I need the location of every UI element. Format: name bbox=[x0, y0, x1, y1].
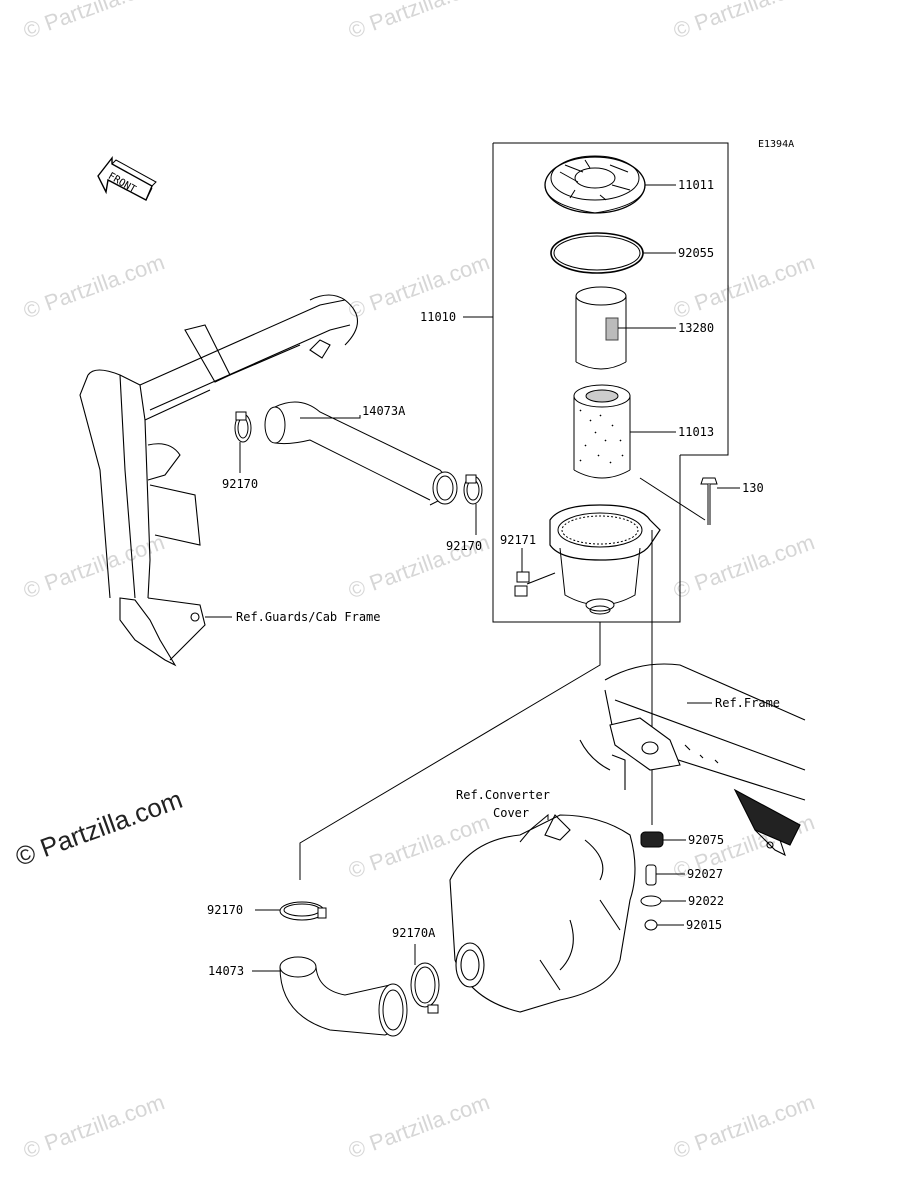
washer-92022 bbox=[640, 895, 662, 907]
front-arrow-icon bbox=[97, 155, 157, 201]
collar-92027 bbox=[645, 864, 657, 886]
hose-clamp-92170-right bbox=[463, 474, 483, 505]
hose-clamp-92170A bbox=[410, 962, 440, 1014]
part-label-92170A[interactable]: 92170A bbox=[392, 926, 436, 940]
part-label-92170-upper[interactable]: 92170 bbox=[222, 477, 259, 491]
part-label-92055[interactable]: 92055 bbox=[678, 246, 715, 260]
filter-sleeve-13280 bbox=[575, 286, 627, 370]
cab-frame bbox=[79, 294, 359, 667]
part-label-14073[interactable]: 14073 bbox=[208, 964, 245, 978]
part-label-92015[interactable]: 92015 bbox=[686, 918, 723, 932]
vehicle-frame bbox=[579, 663, 806, 857]
hose-clamp-92170-upper bbox=[234, 411, 252, 443]
ref-label-converter-cover-line1[interactable]: Ref.Converter bbox=[456, 788, 550, 802]
part-label-92170-lower[interactable]: 92170 bbox=[207, 903, 244, 917]
part-label-92027[interactable]: 92027 bbox=[687, 867, 724, 881]
air-cleaner-housing bbox=[549, 504, 661, 615]
part-label-130[interactable]: 130 bbox=[742, 481, 764, 495]
part-label-11010[interactable]: 11010 bbox=[420, 310, 457, 324]
intake-hose-14073 bbox=[279, 956, 408, 1037]
part-label-13280[interactable]: 13280 bbox=[678, 321, 715, 335]
part-label-92170-right[interactable]: 92170 bbox=[446, 539, 483, 553]
part-label-11011[interactable]: 11011 bbox=[678, 178, 715, 192]
intake-hose-14073A bbox=[264, 401, 458, 506]
part-label-14073A[interactable]: 14073A bbox=[362, 404, 406, 418]
filter-element-11013 bbox=[573, 384, 631, 479]
part-label-92171[interactable]: 92171 bbox=[500, 533, 537, 547]
converter-cover bbox=[449, 814, 636, 1013]
group-box-11010 bbox=[493, 142, 729, 456]
part-label-11013[interactable]: 11013 bbox=[678, 425, 715, 439]
ref-label-converter-cover-line2[interactable]: Cover bbox=[493, 806, 530, 820]
cover-cap-11011 bbox=[544, 155, 646, 214]
diagram-code: E1394A bbox=[758, 139, 795, 150]
grommet-92075 bbox=[640, 831, 664, 848]
part-label-92075[interactable]: 92075 bbox=[688, 833, 725, 847]
clip-92171 bbox=[514, 571, 530, 597]
bolt-130 bbox=[700, 477, 718, 525]
ref-label-guards-cab-frame[interactable]: Ref.Guards/Cab Frame bbox=[236, 610, 381, 624]
ref-label-frame[interactable]: Ref.Frame bbox=[715, 696, 781, 710]
part-label-92022[interactable]: 92022 bbox=[688, 894, 725, 908]
hose-clamp-92170-lower bbox=[279, 901, 327, 921]
o-ring-92055 bbox=[550, 232, 644, 274]
nut-92015 bbox=[644, 919, 658, 931]
